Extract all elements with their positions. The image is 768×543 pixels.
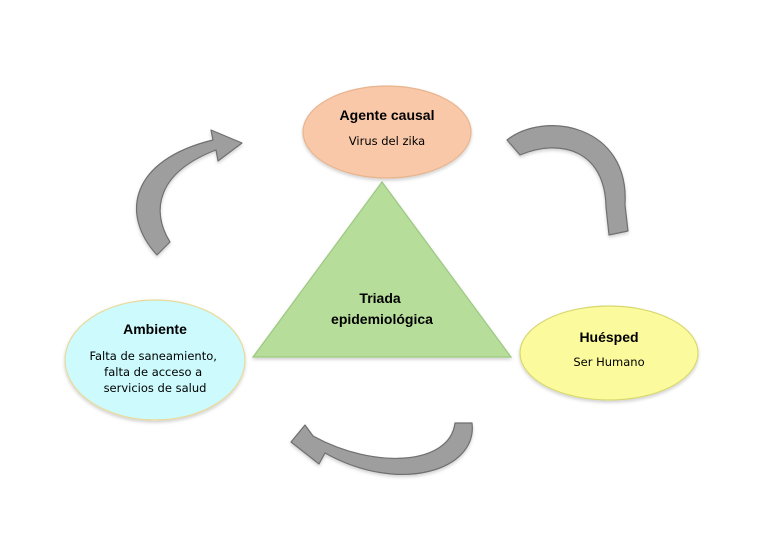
agent-text: Virus del zika	[349, 134, 425, 148]
agent-title: Agente causal	[340, 107, 435, 123]
environment-title: Ambiente	[123, 321, 187, 337]
center-triangle	[251, 180, 513, 358]
host-node: Huésped Ser Humano	[519, 305, 699, 401]
curved-arrow-top-right	[506, 125, 629, 236]
environment-text-line-1: Falta de saneamiento,	[89, 349, 216, 363]
host-text: Ser Humano	[573, 355, 644, 369]
environment-node: Ambiente Falta de saneamiento, falta de …	[64, 299, 246, 421]
curved-arrow-bottom	[290, 422, 473, 475]
center-label-line-2: epidemiológica	[331, 311, 433, 327]
curved-arrow-top-left	[135, 129, 243, 256]
agent-node: Agente causal Virus del zika	[302, 85, 472, 179]
environment-text: Falta de saneamiento, falta de acceso a …	[89, 349, 220, 395]
environment-text-line-3: servicios de salud	[104, 381, 207, 395]
agent-ellipse	[302, 85, 472, 179]
center-label-line-1: Triada	[359, 290, 400, 306]
center-label: Triada epidemiológica	[331, 290, 433, 327]
environment-ellipse	[64, 299, 246, 421]
host-ellipse	[519, 305, 699, 401]
environment-text-line-2: falta de acceso a	[104, 365, 202, 379]
host-title: Huésped	[579, 329, 638, 345]
